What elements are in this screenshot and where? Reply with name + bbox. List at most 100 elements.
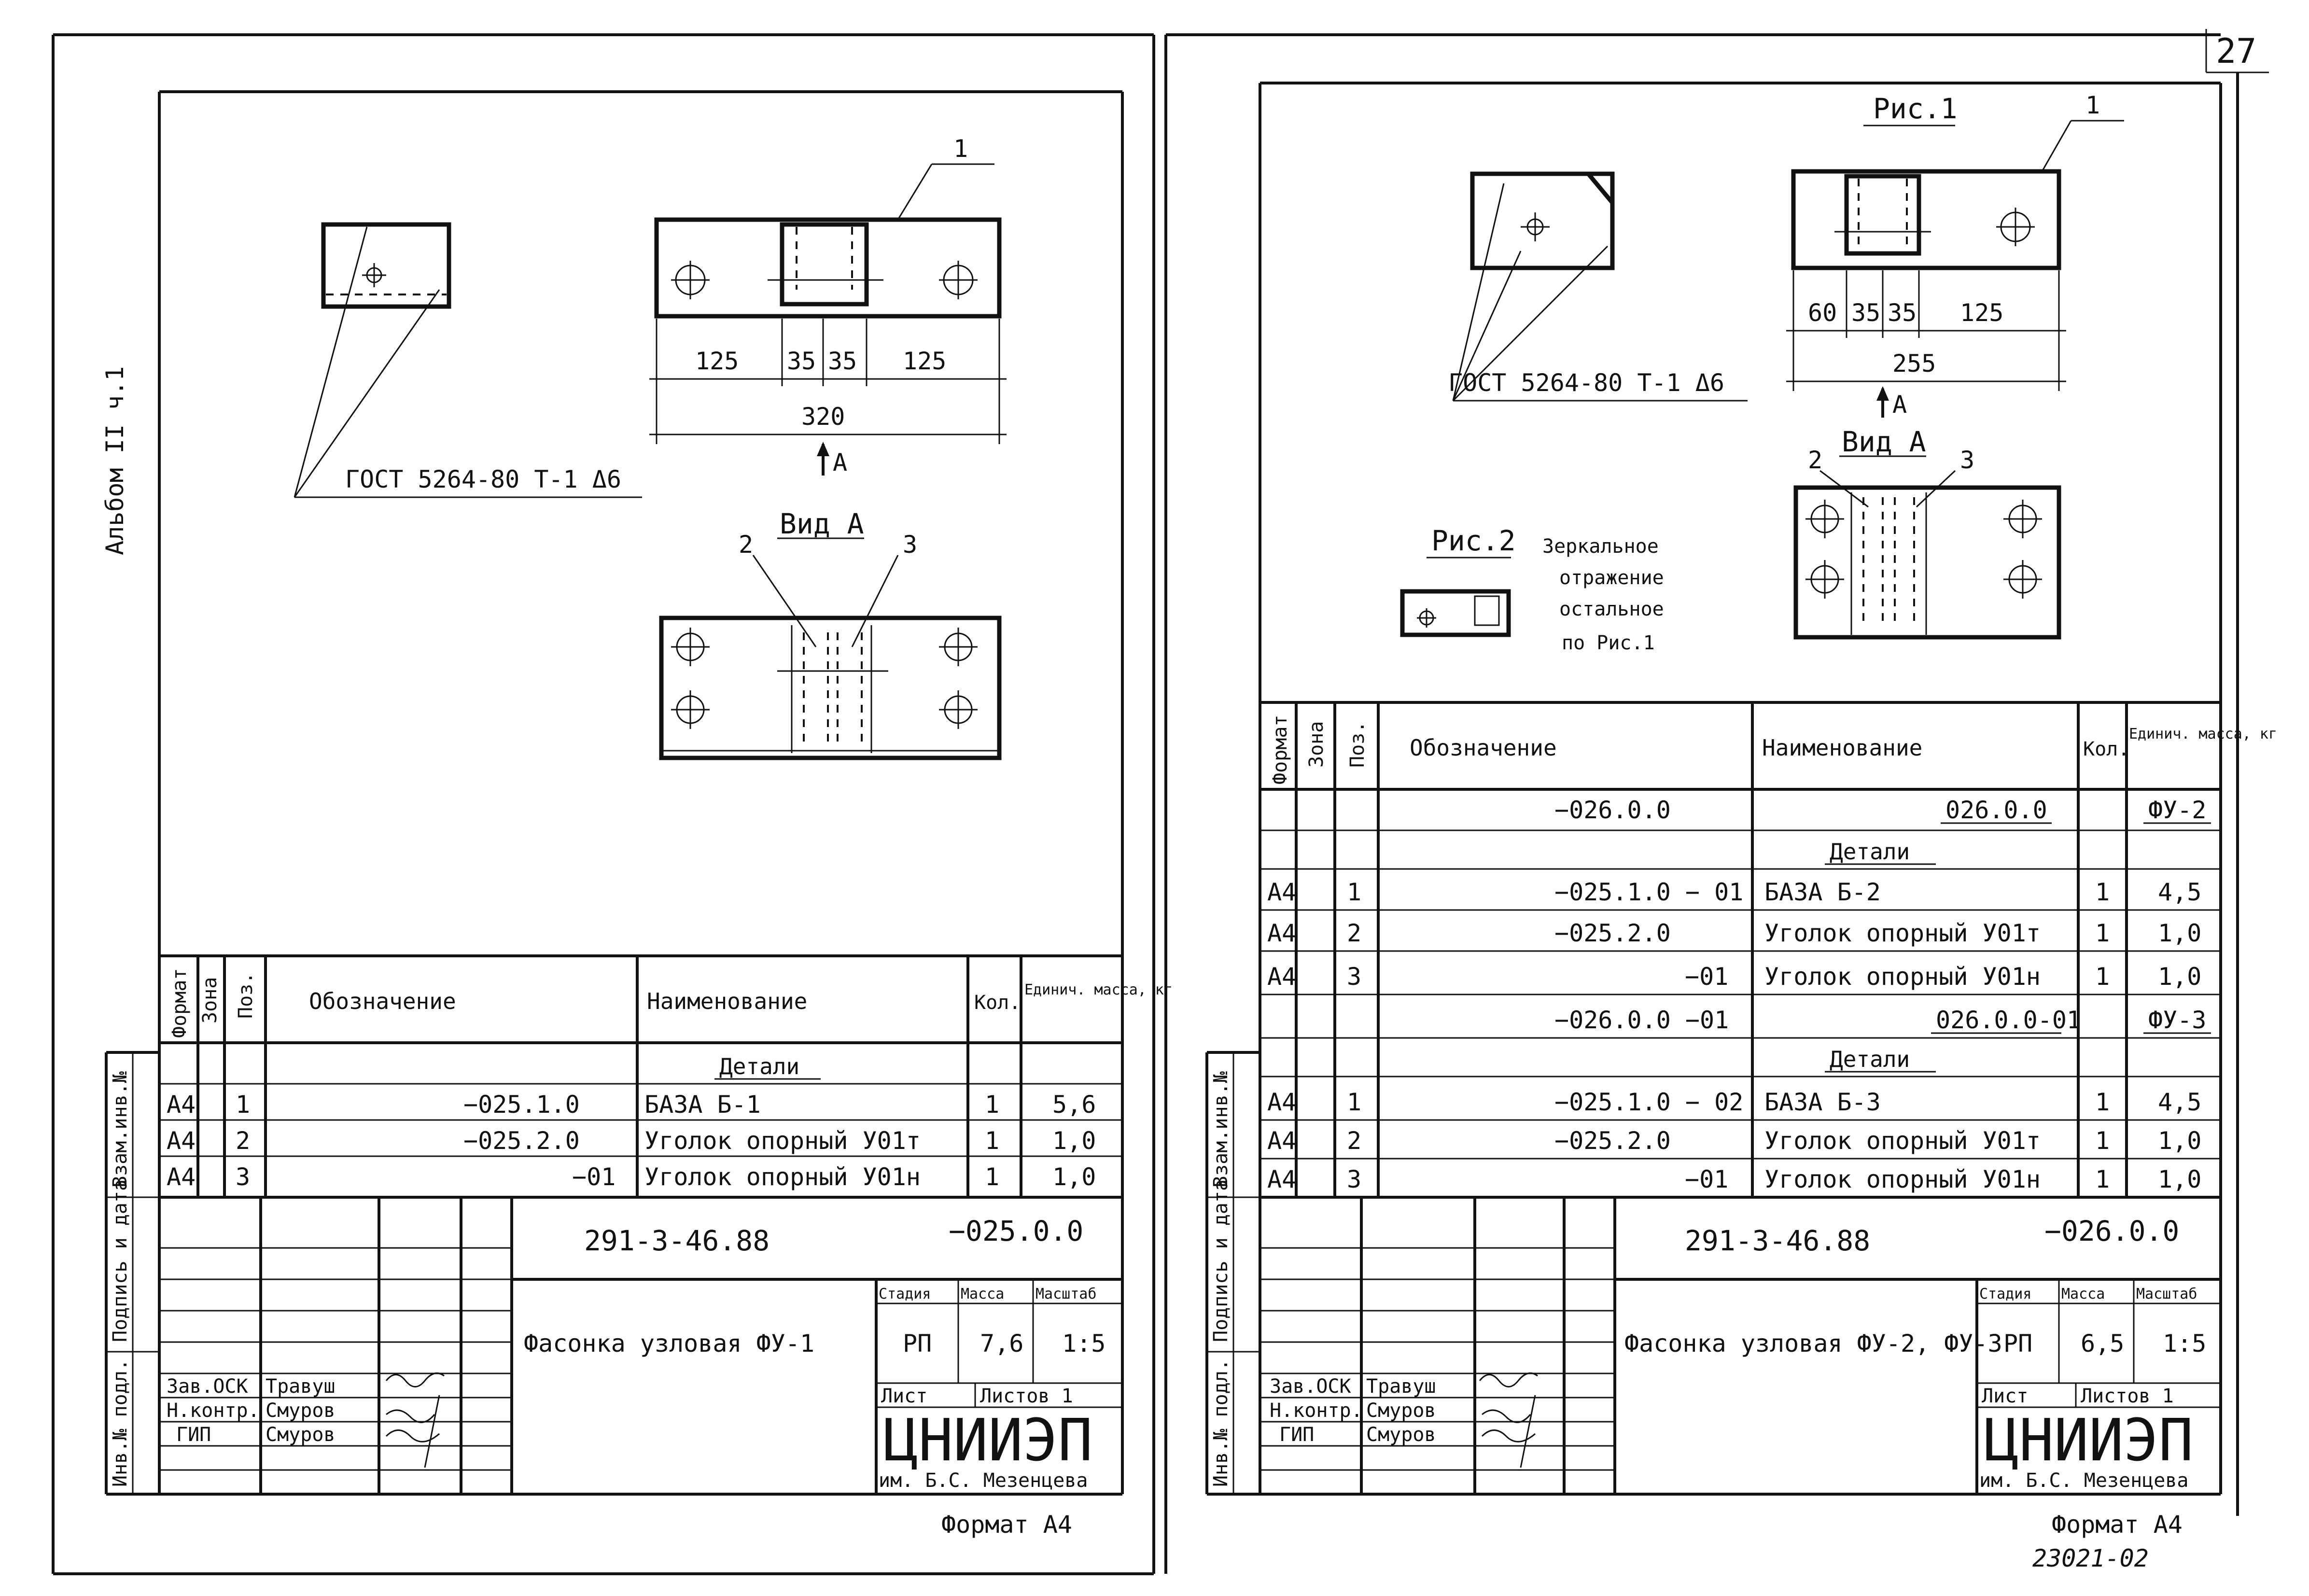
right-h-name: Наименование [1762,735,1922,761]
right-r7-pos: 1 [1347,1088,1361,1116]
left-h-poz: Поз. [235,972,257,1019]
right-fig2-note-1: Зеркальное [1542,535,1659,558]
right-mass: 6,5 [2081,1330,2124,1358]
right-h-oboz: Обозначение [1410,735,1557,761]
right-r5-oboz: −026.0.0 −01 [1554,1006,1729,1034]
left-h-name: Наименование [647,988,807,1014]
left-title-block: 291-3-46.88 −025.0.0 Фасонка узловая ФУ-… [158,1197,1122,1539]
right-view-title: Вид А [1842,425,1926,458]
left-r2-oboz: −025.2.0 [463,1127,580,1155]
left-org-sub: им. Б.С. Мезенцева [879,1470,1088,1492]
right-view-a: Вид А 2 3 [1793,425,2061,640]
right-r0-mass: ФУ-2 [2148,796,2206,824]
right-dim-3: 35 [1888,299,1917,327]
left-callout-3: 3 [903,531,917,559]
left-view-title: Вид А [780,507,864,540]
left-r2-name: Уголок опорный У01т [644,1127,921,1155]
left-stage: РП [903,1330,932,1358]
left-r3-pos: 3 [236,1163,250,1191]
right-r3-pos: 2 [1347,919,1361,947]
outer-frames: 27 Альбом II ч.1 [52,29,2269,1575]
right-h-poz: Поз. [1346,721,1369,768]
left-angle-section: ГОСТ 5264-80 Т-1 Δ6 [294,222,642,498]
right-r5-mass: ФУ-3 [2148,1006,2206,1034]
left-r3-oboz: −01 [572,1163,616,1191]
left-org: ЦНИИЭП [883,1407,1092,1474]
right-r3-qty: 1 [2095,919,2110,947]
right-r9-oboz: −01 [1685,1165,1728,1193]
left-doc-id: −025.0.0 [949,1215,1083,1247]
left-gost-label: ГОСТ 5264-80 Т-1 Δ6 [345,465,621,493]
left-format: Формат А4 [941,1511,1072,1539]
left-r2-mass: 1,0 [1052,1127,1096,1155]
right-r0-oboz: −026.0.0 [1554,796,1671,824]
left-r2-pos: 2 [236,1127,250,1155]
right-r2-format: А4 [1267,878,1296,906]
right-mass-h: Масса [2061,1286,2105,1302]
left-vzam-inv: Взам.инв.№ [109,1071,131,1188]
left-plan-view: 1 125 35 35 125 320 А [649,135,1007,476]
left-r1-oboz: −025.1.0 [463,1091,580,1119]
right-p1-name: Травуш [1366,1375,1436,1398]
left-r1-format: А4 [167,1091,196,1119]
left-item-name: Фасонка узловая ФУ-1 [524,1330,814,1358]
left-stage-h: Стадия [879,1286,931,1302]
right-p2-role: Н.контр. [1270,1400,1363,1422]
left-r3-format: А4 [167,1163,196,1191]
right-r8-mass: 1,0 [2158,1127,2201,1155]
left-r3-qty: 1 [985,1163,999,1191]
right-r4-mass: 1,0 [2158,963,2201,991]
left-p1-role: Зав.ОСК [167,1375,248,1398]
left-r3-mass: 1,0 [1052,1163,1096,1191]
left-view-arrow: А [833,448,847,476]
right-dim-1: 60 [1808,299,1837,327]
left-p3-name: Смуров [266,1424,336,1446]
left-podpis-data: Подпись и дата [109,1179,131,1342]
right-r2-qty: 1 [2095,878,2110,906]
right-r9-pos: 3 [1347,1165,1361,1193]
right-format: Формат А4 [2052,1511,2183,1539]
right-p2-name: Смуров [1366,1400,1436,1422]
right-doc-code: 291-3-46.88 [1685,1224,1870,1257]
left-spec-table: Формат Зона Поз. Обозначение Наименовани… [159,954,1173,1199]
left-doc-code: 291-3-46.88 [584,1224,770,1257]
left-view-a: Вид А 2 3 [659,507,1002,760]
right-r7-oboz: −025.1.0 − 02 [1554,1088,1743,1116]
left-sheet-h: Лист [881,1385,927,1407]
right-r9-mass: 1,0 [2158,1165,2201,1193]
right-r2-mass: 4,5 [2158,878,2201,906]
right-p1-role: Зав.ОСК [1270,1375,1351,1398]
left-side-stamp: Инв.№ подл. Подпись и дата Взам.инв.№ [105,1051,159,1496]
right-stage-h: Стадия [1979,1286,2031,1302]
left-r1-name: БАЗА Б-1 [644,1091,761,1119]
right-sheet: Инв.№ подл. Подпись и дата Взам.инв.№ ГО… [1205,82,2277,1572]
right-callout-3: 3 [1960,446,1974,474]
page-number: 27 [2216,31,2256,71]
left-h-oboz: Обозначение [309,988,456,1014]
left-r1-mass: 5,6 [1052,1091,1096,1119]
right-sheet-h: Лист [1982,1385,2028,1407]
right-callout-2: 2 [1808,446,1822,474]
right-h-mass: Единич. масса, кг [2129,726,2277,742]
right-r4-format: А4 [1267,963,1296,991]
left-sheets-h: Листов 1 [980,1385,1073,1407]
left-r1-qty: 1 [985,1091,999,1119]
right-fig2-note-4: по Рис.1 [1562,632,1655,654]
right-r3-oboz: −025.2.0 [1554,919,1671,947]
left-r2-qty: 1 [985,1127,999,1155]
right-p3-name: Смуров [1366,1424,1436,1446]
right-scale-h: Масштаб [2136,1286,2197,1302]
right-r7-format: А4 [1267,1088,1296,1116]
right-fig1-title: Рис.1 [1873,92,1958,125]
left-scale-h: Масштаб [1036,1286,1096,1302]
right-r4-qty: 1 [2095,963,2110,991]
right-fig2-note-3: остальное [1559,598,1664,620]
right-r9-format: А4 [1267,1165,1296,1193]
right-title-block: 291-3-46.88 −026.0.0 Фасонка узловая ФУ-… [1260,1197,2221,1572]
right-r3-mass: 1,0 [2158,919,2201,947]
right-signatures [1479,1372,1538,1468]
left-h-mass: Единич. масса, кг [1024,981,1173,998]
right-r7-qty: 1 [2095,1088,2110,1116]
right-dim-2: 35 [1851,299,1880,327]
